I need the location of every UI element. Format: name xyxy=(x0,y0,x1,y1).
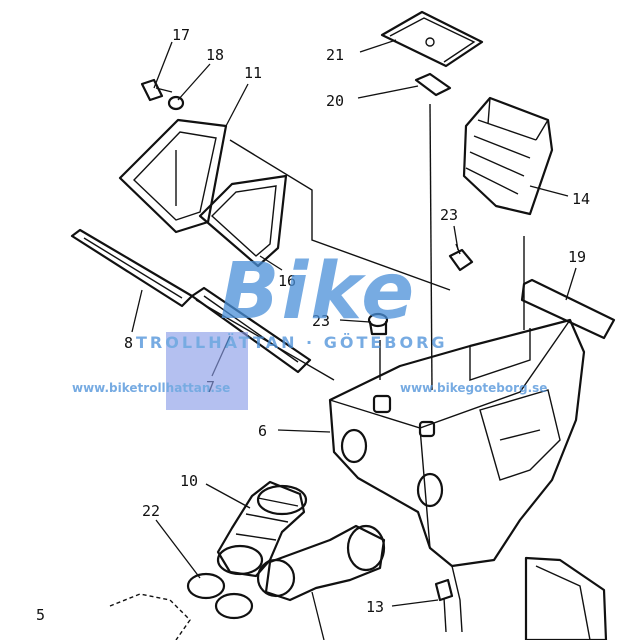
callout-5: 5 xyxy=(36,606,45,624)
callout-6: 6 xyxy=(258,422,267,440)
part-20-pad xyxy=(414,72,452,97)
part-23-grommet-top xyxy=(448,243,474,272)
part-6-airbox xyxy=(328,318,586,633)
callout-14: 14 xyxy=(572,190,590,208)
callout-19: 19 xyxy=(568,248,586,266)
part-13-bolt xyxy=(434,578,454,633)
part-16-seal xyxy=(198,174,288,268)
callout-23-mid: 23 xyxy=(312,312,330,330)
part-18-washer xyxy=(167,95,185,111)
part-7-element xyxy=(190,286,312,374)
callout-13: 13 xyxy=(366,598,384,616)
part-23-grommet-mid xyxy=(367,312,389,336)
watermark-url-left: www.biketrollhattan.se xyxy=(72,381,230,395)
watermark: Bike TROLLHÄTTAN · GÖTEBORG www.biketrol… xyxy=(72,247,547,410)
part-19-strip xyxy=(520,278,616,340)
callout-20: 20 xyxy=(326,92,344,110)
callout-8: 8 xyxy=(124,334,133,352)
watermark-brand: Bike xyxy=(220,247,416,337)
callout-22: 22 xyxy=(142,502,160,520)
callout-10: 10 xyxy=(180,472,198,490)
callout-17: 17 xyxy=(172,26,190,44)
callout-11: 11 xyxy=(244,64,262,82)
callout-21: 21 xyxy=(326,46,344,64)
guide-lines xyxy=(195,103,525,391)
part-14-boot xyxy=(462,96,554,216)
watermark-block xyxy=(166,332,248,410)
part-17-bolt xyxy=(140,78,173,102)
callout-18: 18 xyxy=(206,46,224,64)
watermark-url-right: www.bikegoteborg.se xyxy=(400,381,547,395)
callout-16: 16 xyxy=(278,272,296,290)
part-11-frame xyxy=(118,118,228,234)
part-21-cover xyxy=(380,10,484,68)
callout-numbers: 17 18 11 21 20 14 23 19 16 8 23 7 6 10 2… xyxy=(36,26,590,624)
watermark-subline: TROLLHÄTTAN · GÖTEBORG xyxy=(136,333,448,352)
part-22-clamps xyxy=(186,572,254,620)
part-8-gasket xyxy=(70,228,194,308)
part-5-outline xyxy=(109,593,191,640)
part-10-hose xyxy=(216,480,386,602)
callout-23-top: 23 xyxy=(440,206,458,224)
side-panel xyxy=(524,556,608,640)
